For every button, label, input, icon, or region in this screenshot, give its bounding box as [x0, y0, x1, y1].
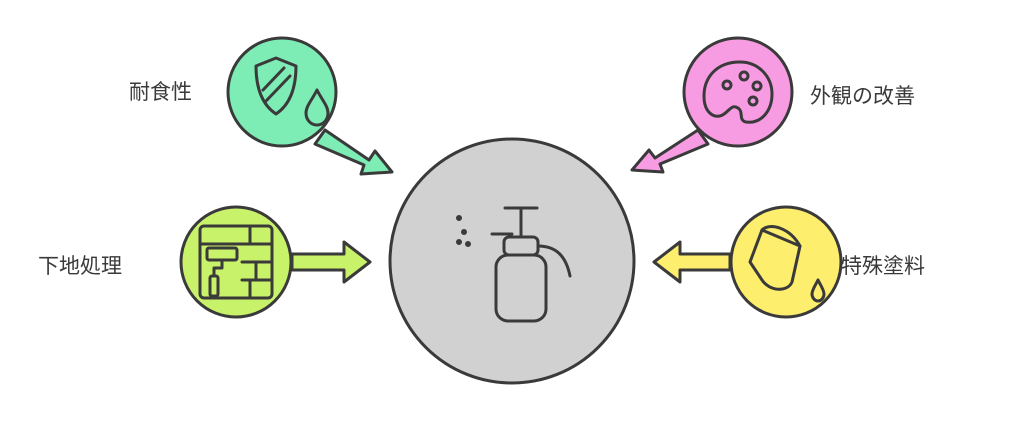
surface-prep-circle — [179, 205, 293, 319]
surface-prep-node — [179, 205, 372, 319]
appearance-arrow — [630, 128, 710, 174]
appearance-label: 外観の改善 — [810, 84, 915, 108]
shield-droplet-icon — [254, 56, 330, 127]
center-circle — [388, 137, 636, 385]
appearance-circle — [682, 36, 794, 148]
special-paint-label: 特殊塗料 — [841, 254, 925, 278]
palette-icon — [702, 60, 774, 124]
appearance-node — [630, 36, 794, 174]
surface-prep-arrow — [290, 240, 372, 284]
corrosion-label: 耐食性 — [129, 80, 192, 104]
special-paint-circle — [729, 205, 843, 319]
surface-prep-label: 下地処理 — [38, 254, 122, 278]
corrosion-node — [226, 36, 394, 176]
special-paint-node — [652, 205, 843, 319]
spray-bottle-icon — [456, 206, 572, 323]
special-paint-arrow — [652, 240, 732, 284]
center-node — [388, 137, 636, 385]
corrosion-arrow — [313, 128, 394, 176]
paint-cup-icon — [748, 225, 826, 303]
paint-roller-wall-icon — [198, 224, 274, 300]
corrosion-circle — [226, 36, 338, 148]
